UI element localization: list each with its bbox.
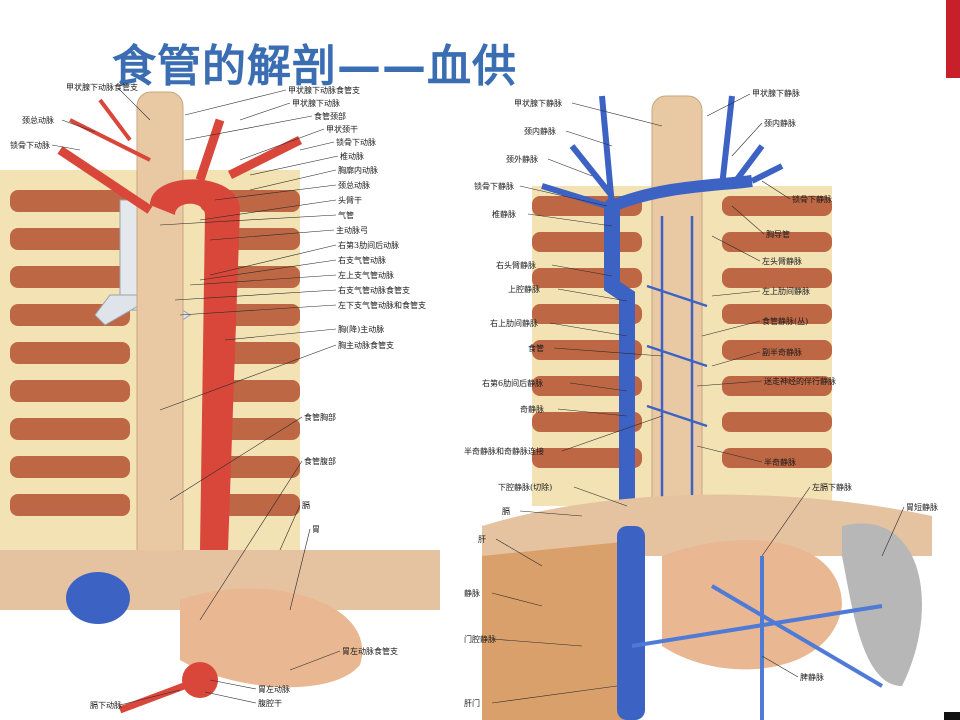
label-l10: 右第6肋间后静脉	[482, 378, 543, 388]
label-thyroid-branch-left: 甲状腺下动脉食管支	[66, 82, 138, 92]
label-r2: 颈内静脉	[764, 118, 796, 128]
label-r18: 胸主动脉食管支	[338, 340, 394, 350]
label-l11: 奇静脉	[520, 404, 544, 414]
label-r9: 头臂干	[338, 195, 362, 205]
label-l5: 椎静脉	[492, 209, 516, 219]
label-l1: 甲状腺下静脉	[514, 98, 562, 108]
corner-mark	[944, 712, 960, 720]
label-r3: 锁骨下静脉	[792, 194, 832, 204]
label-subclavian-left: 锁骨下动脉	[10, 140, 50, 150]
label-l8: 右上肋间静脉	[490, 318, 538, 328]
label-r17: 胸(降)主动脉	[338, 324, 384, 334]
venous-drainage-illustration: 甲状腺下静脉 颈内静脉 颈外静脉 锁骨下静脉 椎静脉 右头臂静脉 上腔静脉 右上…	[462, 86, 946, 720]
label-r4: 甲状颈干	[326, 124, 358, 134]
label-r2: 甲状腺下动脉	[292, 98, 340, 108]
arterial-supply-illustration: 甲状腺下动脉食管支 颈总动脉 锁骨下动脉 甲状腺下动脉食管支 甲状腺下动脉 食管…	[0, 80, 440, 720]
label-r15: 右支气管动脉食管支	[338, 285, 410, 295]
label-r10: 半奇静脉	[764, 457, 796, 467]
label-r11: 主动脉弓	[336, 225, 368, 235]
label-common-carotid-left: 颈总动脉	[22, 115, 54, 125]
label-r5: 锁骨下动脉	[336, 137, 376, 147]
label-r1: 甲状腺下静脉	[752, 88, 800, 98]
label-r22: 胃	[312, 525, 320, 534]
label-r9: 迷走神经的伴行静脉	[764, 376, 836, 386]
label-l12: 半奇静脉和奇静脉连接	[464, 446, 544, 456]
label-l2: 颈内静脉	[524, 126, 556, 136]
label-r13: 右支气管动脉	[338, 255, 386, 265]
label-r10: 气管	[338, 210, 354, 220]
slide-title: 食管的解剖——血供	[112, 41, 517, 92]
right-figure-right-labels: 甲状腺下静脉 颈内静脉 锁骨下静脉 胸导管 左头臂静脉 左上肋间静脉 食管静脉(…	[752, 88, 938, 682]
label-l15: 肝	[478, 535, 486, 544]
label-r26: 腹腔干	[258, 698, 282, 708]
label-r19: 食管胸部	[304, 412, 336, 422]
label-l3: 颈外静脉	[506, 154, 538, 164]
accent-bar	[946, 0, 960, 78]
label-r12: 右第3肋间后动脉	[338, 240, 399, 250]
label-l9: 食管	[528, 343, 544, 353]
label-l14: 膈	[502, 507, 510, 516]
label-r13: 脾静脉	[800, 672, 824, 682]
label-r3: 食管颈部	[314, 111, 346, 121]
label-r1: 甲状腺下动脉食管支	[288, 85, 360, 95]
label-r25: 膈下动脉	[90, 700, 122, 710]
label-l16: 静脉	[464, 588, 480, 598]
label-r16: 左下支气管动脉和食管支	[338, 300, 426, 310]
label-r7: 食管静脉(丛)	[762, 316, 808, 326]
label-l17: 门腔静脉	[464, 634, 496, 644]
label-r12: 胃短静脉	[906, 502, 938, 512]
label-r4: 胸导管	[766, 229, 790, 239]
label-r11: 左膈下静脉	[812, 482, 852, 492]
label-r24: 胃左动脉	[258, 684, 290, 694]
label-r6: 椎动脉	[340, 151, 364, 161]
label-r8: 副半奇静脉	[762, 347, 802, 357]
label-r14: 左上支气管动脉	[338, 270, 394, 280]
label-l13: 下腔静脉(切除)	[498, 482, 552, 492]
label-l7: 上腔静脉	[508, 284, 540, 294]
right-figure-left-labels: 甲状腺下静脉 颈内静脉 颈外静脉 锁骨下静脉 椎静脉 右头臂静脉 上腔静脉 右上…	[464, 98, 562, 708]
label-l6: 右头臂静脉	[496, 260, 536, 270]
label-r20: 食管腹部	[304, 456, 336, 466]
label-r6: 左上肋间静脉	[762, 286, 810, 296]
label-l18: 肝门	[464, 698, 480, 708]
left-figure-labels: 甲状腺下动脉食管支 甲状腺下动脉 食管颈部 甲状颈干 锁骨下动脉 椎动脉 胸廓内…	[90, 85, 426, 710]
label-l4: 锁骨下静脉	[474, 181, 514, 191]
label-r8: 颈总动脉	[338, 180, 370, 190]
label-r23: 胃左动脉食管支	[342, 646, 398, 656]
label-r21: 膈	[302, 501, 310, 510]
label-r7: 胸廓内动脉	[338, 165, 378, 175]
label-r5: 左头臂静脉	[762, 256, 802, 266]
